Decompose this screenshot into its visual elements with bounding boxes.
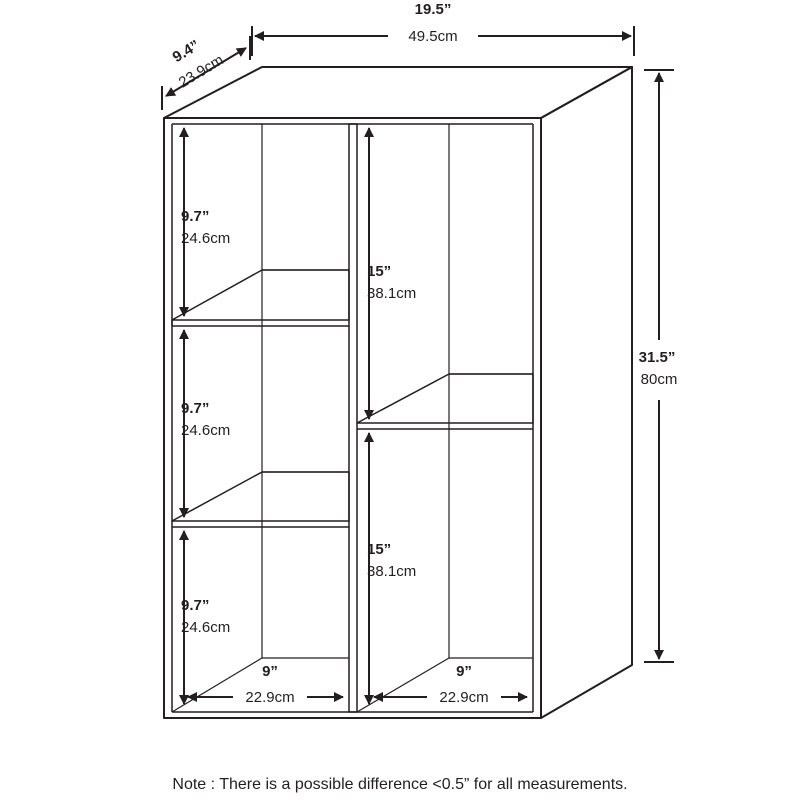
right-bottom-cm-label: 38.1cm	[367, 563, 416, 580]
left-middle-cm-label: 24.6cm	[181, 422, 230, 439]
measurement-note: Note : There is a possible difference <0…	[172, 776, 628, 793]
right-top-cm-label: 38.1cm	[367, 285, 416, 302]
right-width-cm-label: 22.9cm	[439, 689, 488, 706]
left-top-inch-label: 9.7”	[181, 208, 209, 225]
height-inch-label: 31.5”	[639, 349, 676, 366]
height-cm-label: 80cm	[641, 371, 678, 388]
dimension-lines	[161, 26, 674, 705]
center-divider	[348, 123, 358, 713]
left-bottom-cm-label: 24.6cm	[181, 619, 230, 636]
top-surface	[163, 66, 633, 119]
depth-inch-label: 9.4”	[170, 37, 203, 66]
left-width-inch-label: 9”	[262, 663, 278, 680]
bookcase-outline	[163, 66, 633, 719]
labels: 19.5” 49.5cm 9.4” 23.9cm 31.5” 80cm 9.7”…	[170, 1, 678, 706]
left-top-cm-label: 24.6cm	[181, 230, 230, 247]
left-width-cm-label: 22.9cm	[245, 689, 294, 706]
left-shelf-1	[171, 269, 350, 321]
right-top-inch-label: 15”	[367, 263, 391, 280]
left-shelf-2	[171, 471, 350, 522]
left-bottom-inch-label: 9.7”	[181, 597, 209, 614]
width-inch-label: 19.5”	[415, 1, 452, 18]
depth-arrow	[165, 47, 247, 97]
right-side-panel	[540, 66, 633, 719]
right-bottom-inch-label: 15”	[367, 541, 391, 558]
right-shelf	[356, 373, 534, 424]
width-cm-label: 49.5cm	[408, 28, 457, 45]
right-width-inch-label: 9”	[456, 663, 472, 680]
left-middle-inch-label: 9.7”	[181, 400, 209, 417]
